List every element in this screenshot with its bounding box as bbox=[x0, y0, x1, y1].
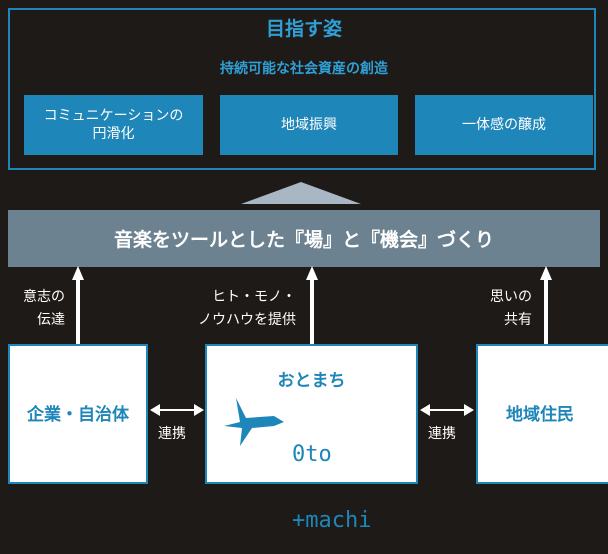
goal-box-unity: 一体感の醸成 bbox=[415, 95, 593, 155]
goal-subtitle: 持続可能な社会資産の創造 bbox=[220, 61, 388, 77]
actor-label-residents: 地域住民 bbox=[506, 405, 574, 425]
otomachi-logo-line2: +machi bbox=[292, 508, 372, 533]
goal-box-unity-label: 一体感の醸成 bbox=[462, 117, 546, 133]
link-label-right: 連携 bbox=[428, 426, 456, 442]
goal-title: 目指す姿 bbox=[265, 18, 342, 40]
input-label-resources-line1: ヒト・モノ・ bbox=[212, 289, 296, 305]
goal-box-communication: コミュニケーションの 円滑化 bbox=[24, 95, 203, 155]
tool-banner: 音楽をツールとした『場』と『機会』づくり bbox=[8, 210, 600, 267]
otomachi-bird-logo-icon bbox=[224, 398, 284, 446]
input-label-intent-line2: 伝達 bbox=[37, 312, 65, 328]
goal-box-regional-promotion: 地域振興 bbox=[220, 95, 398, 155]
input-label-sharing-line2: 共有 bbox=[504, 312, 532, 328]
input-label-resources: ヒト・モノ・ ノウハウを提供 bbox=[160, 286, 296, 332]
input-label-sharing-line1: 思いの bbox=[490, 289, 532, 305]
tool-banner-text: 音楽をツールとした『場』と『機会』づくり bbox=[113, 229, 494, 251]
goal-box-regional-promotion-label: 地域振興 bbox=[281, 117, 337, 133]
otomachi-logo-line1: 0to bbox=[292, 442, 332, 467]
actor-label-otomachi: おとまち bbox=[277, 371, 346, 391]
actor-label-companies: 企業・自治体 bbox=[27, 405, 129, 425]
otomachi-logo-text: 0to +machi bbox=[292, 400, 371, 554]
goal-frame bbox=[8, 8, 596, 170]
input-label-sharing: 思いの 共有 bbox=[470, 286, 532, 332]
link-label-left: 連携 bbox=[158, 426, 186, 442]
up-arrow-center-icon bbox=[300, 266, 324, 344]
up-arrow-left-icon bbox=[66, 266, 90, 344]
goal-box-communication-line1: コミュニケーションの bbox=[43, 108, 184, 124]
goal-box-communication-line2: 円滑化 bbox=[92, 126, 135, 142]
input-label-intent: 意志の 伝達 bbox=[10, 286, 65, 332]
double-arrow-right-icon bbox=[420, 404, 474, 416]
input-label-resources-line2: ノウハウを提供 bbox=[198, 312, 296, 328]
double-arrow-left-icon bbox=[150, 404, 204, 416]
input-label-intent-line1: 意志の bbox=[23, 289, 65, 305]
up-arrow-right-icon bbox=[534, 266, 558, 344]
upward-triangle-icon bbox=[241, 182, 361, 204]
